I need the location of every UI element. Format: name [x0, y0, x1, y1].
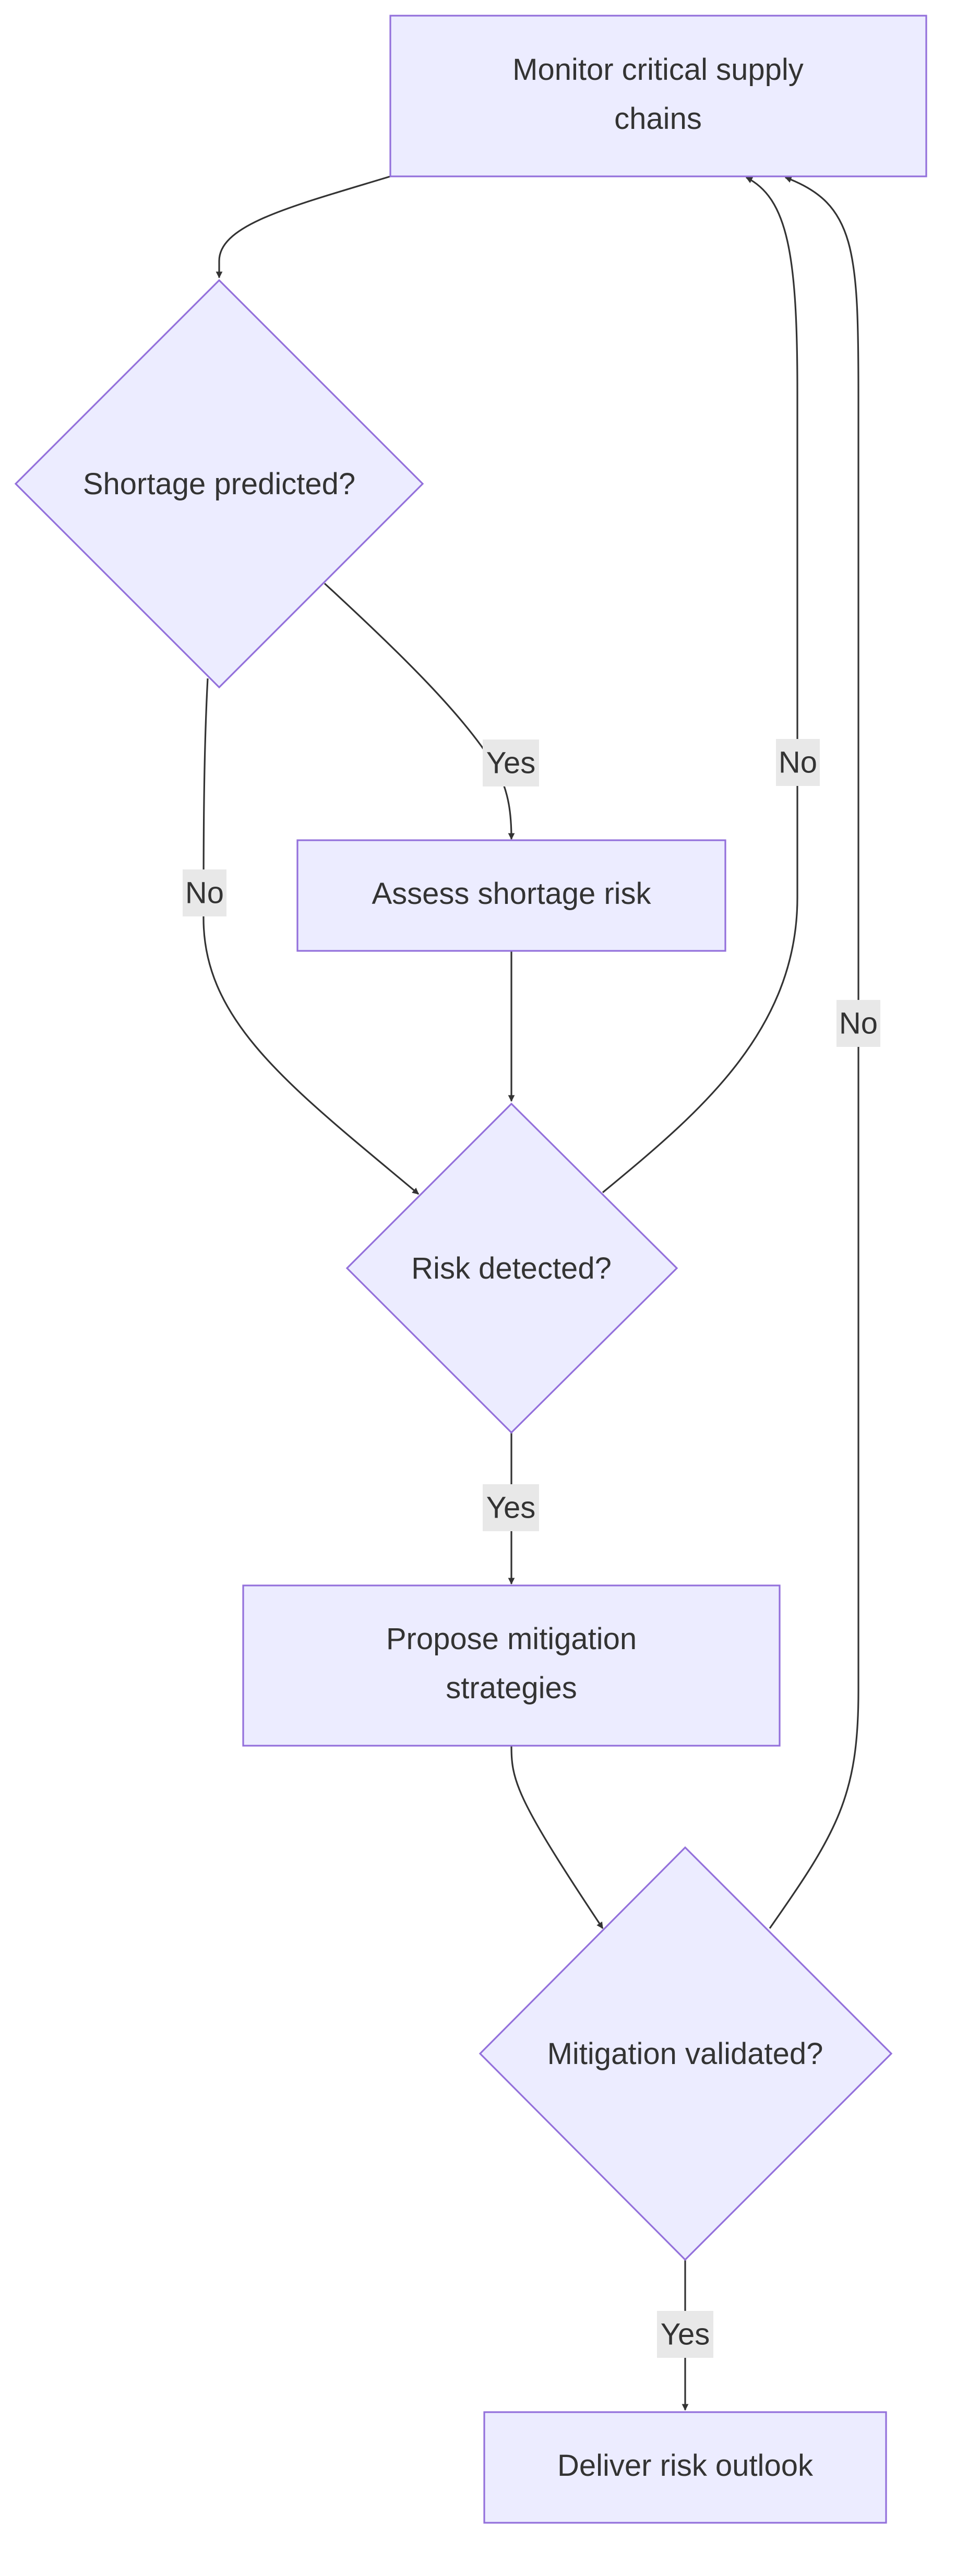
- node-deliver-risk-outlook: Deliver risk outlook: [483, 2411, 887, 2524]
- svg-text:Assess shortage risk: Assess shortage risk: [372, 877, 651, 911]
- edge-label-risk-yes: Yes: [483, 1484, 539, 1531]
- svg-text:Yes: Yes: [486, 1491, 536, 1525]
- edge-shortage-yes-to-assess: [324, 582, 515, 840]
- edge-label-shortage-yes: Yes: [483, 740, 539, 786]
- edge-label-mitigation-no: No: [837, 1000, 880, 1047]
- node-monitor-critical-supply-chains: Monitor critical supply chains: [389, 15, 927, 177]
- edge-label-risk-no: No: [776, 739, 820, 786]
- svg-text:Monitor critical supply: Monitor critical supply: [512, 53, 804, 87]
- node-mitigation-validated: Mitigation validated?: [479, 1846, 893, 2261]
- node-propose-mitigation-strategies: Propose mitigation strategies: [242, 1584, 781, 1747]
- svg-text:Yes: Yes: [486, 746, 536, 780]
- edge-propose-to-mitigation: [510, 1744, 604, 1929]
- svg-text:strategies: strategies: [446, 1671, 577, 1705]
- svg-text:No: No: [185, 876, 224, 910]
- edge-risk-no-to-monitor: [602, 176, 798, 1194]
- node-risk-detected: Risk detected?: [345, 1102, 678, 1434]
- svg-text:No: No: [779, 746, 817, 780]
- svg-text:Mitigation validated?: Mitigation validated?: [547, 2037, 823, 2071]
- svg-text:Shortage predicted?: Shortage predicted?: [83, 467, 355, 501]
- svg-text:No: No: [839, 1007, 878, 1041]
- node-assess-shortage-risk: Assess shortage risk: [296, 839, 726, 952]
- edge-mitigation-no-to-monitor: [769, 176, 859, 1929]
- svg-text:chains: chains: [614, 102, 702, 136]
- edge-shortage-no-to-risk: [202, 678, 420, 1195]
- svg-text:Propose mitigation: Propose mitigation: [386, 1622, 637, 1656]
- svg-text:Deliver risk outlook: Deliver risk outlook: [557, 2449, 814, 2483]
- svg-text:Risk detected?: Risk detected?: [411, 1251, 612, 1285]
- node-shortage-predicted: Shortage predicted?: [14, 279, 424, 689]
- svg-text:Yes: Yes: [661, 2318, 710, 2352]
- edge-label-mitigation-yes: Yes: [657, 2311, 713, 2358]
- edge-monitor-to-shortage: [216, 175, 391, 279]
- edge-label-shortage-no: No: [183, 869, 226, 916]
